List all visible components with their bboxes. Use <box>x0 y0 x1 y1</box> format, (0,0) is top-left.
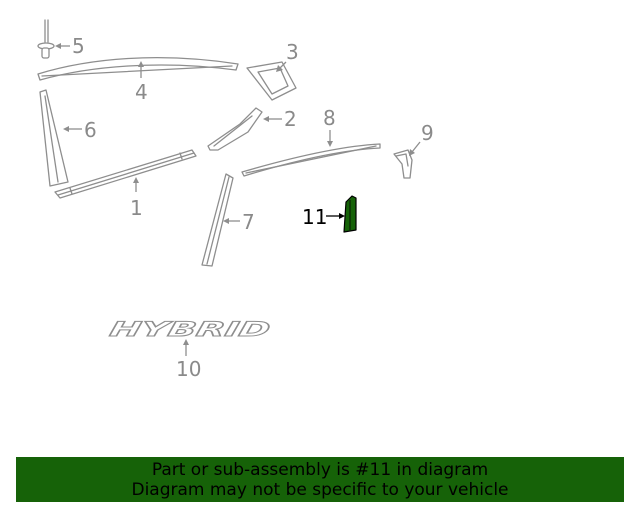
part-6-pillar-garnish <box>39 89 69 187</box>
banner-line-1: Part or sub-assembly is #11 in diagram <box>151 460 489 480</box>
callout-8: 8 <box>323 106 336 130</box>
info-banner: Part or sub-assembly is #11 in diagram D… <box>16 457 624 502</box>
callout-7: 7 <box>242 210 255 234</box>
part-10-hybrid-emblem: HYBRID <box>107 317 273 342</box>
part-1-belt-molding <box>54 149 197 199</box>
callout-5: 5 <box>72 34 85 58</box>
callout-11: 11 <box>302 205 327 229</box>
callout-1: 1 <box>130 196 143 220</box>
banner-line-2: Diagram may not be specific to your vehi… <box>131 480 509 500</box>
part-5-clip <box>37 19 55 59</box>
callout-9: 9 <box>421 121 434 145</box>
part-8-frame-molding <box>241 143 381 177</box>
part-3-quarter-garnish <box>246 61 297 101</box>
callout-4: 4 <box>135 80 148 104</box>
part-4-roof-molding <box>37 57 239 81</box>
part-2-corner-molding <box>207 107 263 151</box>
emblem-hybrid-text: HYBRID <box>108 317 273 341</box>
part-9-end-cap <box>393 149 413 179</box>
part-7-pillar-strip <box>201 173 234 267</box>
callout-10: 10 <box>176 357 201 381</box>
callout-2: 2 <box>284 107 297 131</box>
callout-3: 3 <box>286 40 299 64</box>
part-11-applique[interactable] <box>343 195 357 233</box>
callout-6: 6 <box>84 118 97 142</box>
